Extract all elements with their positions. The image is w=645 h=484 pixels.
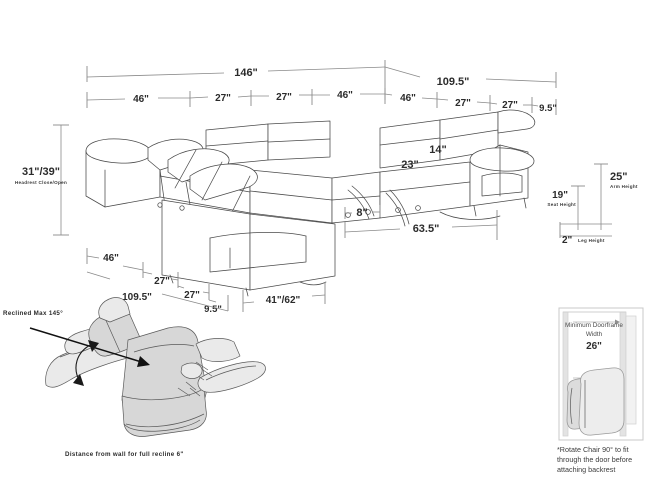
- leg-height-caption: Leg Height: [578, 238, 605, 243]
- arm-height-caption: Arm Height: [610, 184, 638, 189]
- doorframe-note-line-1: *Rotate Chair 90° to fit: [557, 445, 629, 454]
- bottom-dimension-group: 46" 27" 27" 9.5" 109.5" 41"/62": [86, 248, 326, 315]
- seat-depth-label: 23": [401, 159, 418, 171]
- seat-height-value: 19": [552, 190, 568, 201]
- backrest-height-label: 14": [429, 144, 446, 156]
- bottom-segment-2-label: 27": [154, 276, 170, 287]
- sectional-sofa-body: [85, 109, 536, 297]
- headrest-height-value: 31"/39": [22, 166, 60, 178]
- top-segment-5-label: 46": [400, 93, 416, 104]
- top-segment-8-label: 9.5": [539, 103, 557, 114]
- bottom-depth-label: 41"/62": [266, 295, 301, 306]
- top-overall-dimension-group: 146" 109.5": [86, 60, 557, 100]
- doorframe-title-line-2: Width: [586, 331, 603, 338]
- recliner-angle-label: Reclined Max 145°: [3, 310, 63, 317]
- headrest-height-caption: Headrest Close/Open: [15, 180, 67, 185]
- center-dimension-group: 14" 23" 8" 63.5": [344, 144, 498, 240]
- doorframe-note-line-3: attaching backrest: [557, 465, 615, 474]
- top-segment-dimension-group: 46" 27" 27" 46" 46" 27" 27" 9.5": [86, 88, 557, 115]
- top-segment-6-label: 27": [455, 98, 471, 109]
- arm-height-value: 25": [610, 171, 627, 183]
- seat-run-label: 63.5": [413, 223, 440, 235]
- doorframe-width-value: 26": [586, 341, 602, 352]
- doorframe-note: *Rotate Chair 90° to fit through the doo…: [557, 445, 634, 474]
- bottom-overall-label: 109.5": [122, 292, 152, 303]
- left-headrest-dimension-group: 31"/39" Headrest Close/Open: [15, 124, 69, 236]
- bottom-segment-3-label: 27": [184, 290, 200, 301]
- top-segment-4-label: 46": [337, 90, 353, 101]
- top-segment-3-label: 27": [276, 92, 292, 103]
- leg-height-value: 2": [562, 235, 573, 246]
- bottom-segment-1-label: 46": [103, 253, 119, 264]
- doorframe-title-line-1: Minimum Doorframe: [565, 322, 623, 329]
- top-segment-1-label: 46": [133, 94, 149, 105]
- recliner-detail-illustration: Reclined Max 145° Distance from wall for…: [3, 297, 266, 458]
- gap-dimension-label: 8": [356, 207, 367, 219]
- top-segment-2-label: 27": [215, 93, 231, 104]
- seat-height-caption: Seat Height: [547, 202, 576, 207]
- bottom-segment-4-label: 9.5": [204, 304, 222, 315]
- doorframe-note-line-2: through the door before: [557, 455, 632, 464]
- overall-left-label: 146": [234, 67, 258, 79]
- overall-right-label: 109.5": [437, 76, 470, 88]
- top-segment-7-label: 27": [502, 100, 518, 111]
- recliner-wall-note: Distance from wall for full recline 6": [65, 451, 184, 458]
- right-heights-dimension-group: 25" Arm Height 19" Seat Height 2" Leg He…: [547, 163, 638, 246]
- doorframe-inset-panel: Minimum Doorframe Width 26" *Rotate Chai…: [557, 307, 644, 474]
- chair-in-doorway-illustration: [566, 367, 625, 436]
